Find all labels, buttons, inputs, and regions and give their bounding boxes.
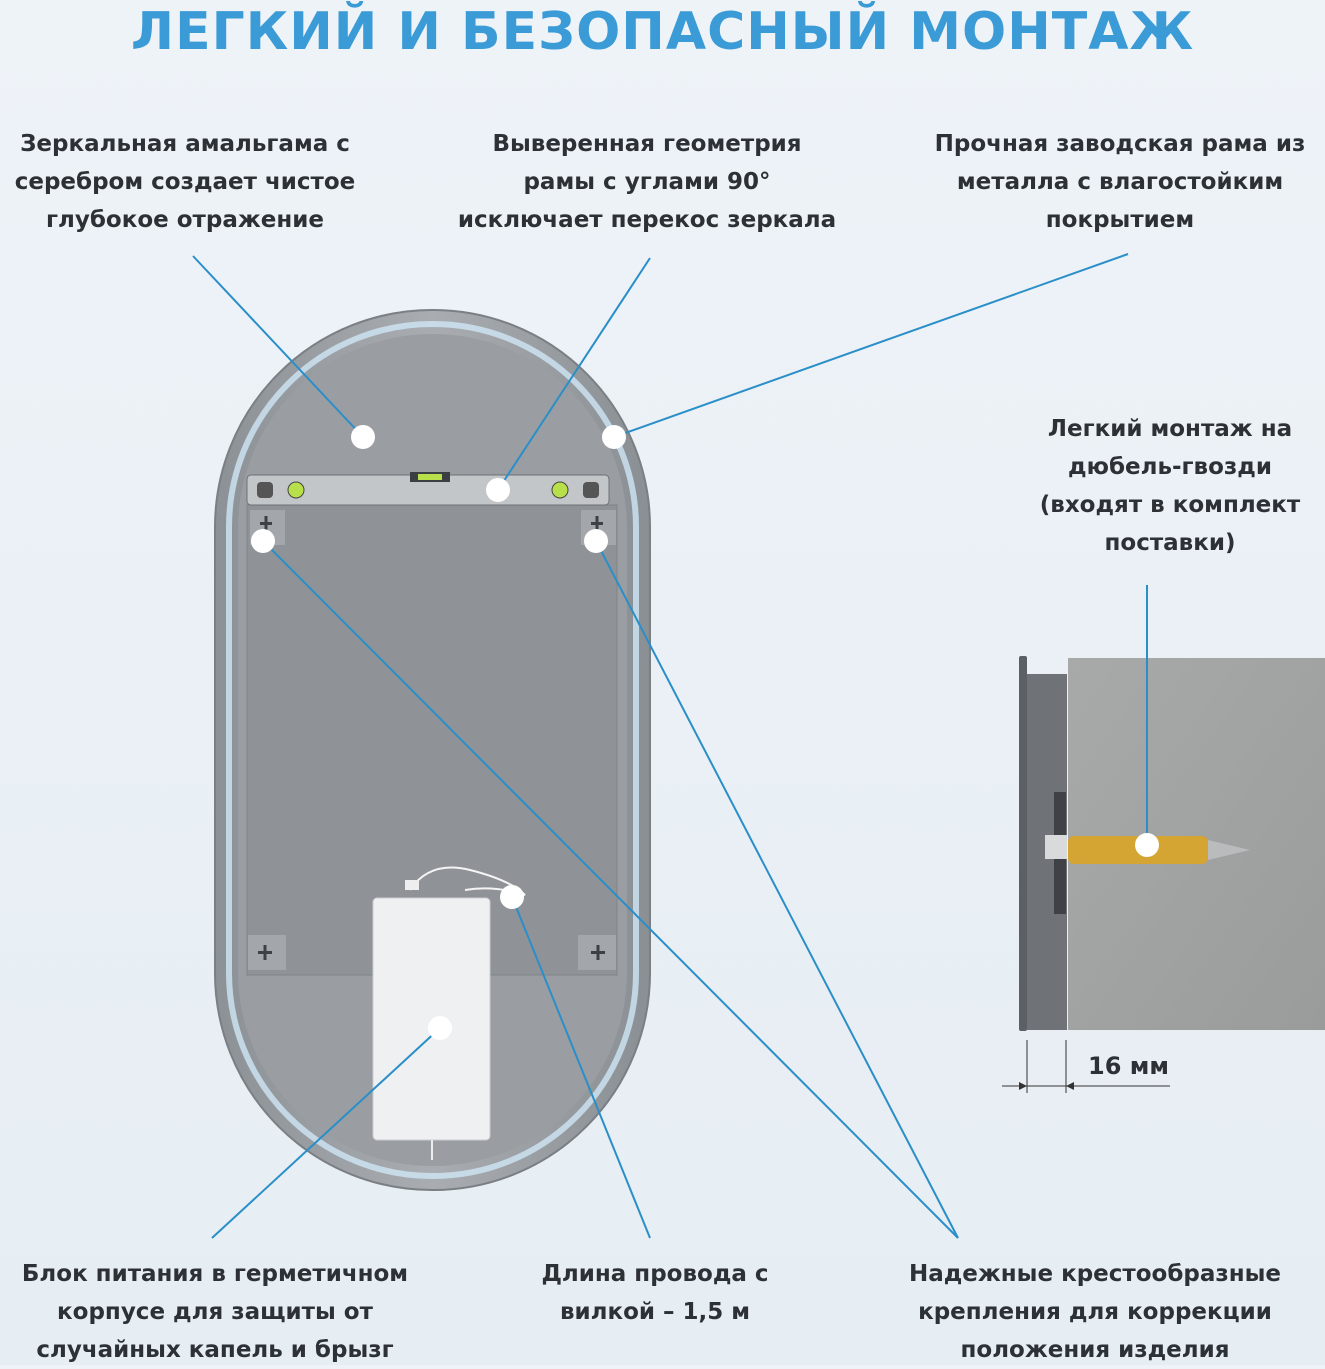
callout-line: Блок питания в герметичном [21, 1261, 409, 1287]
callout-line: положения изделия [960, 1337, 1230, 1363]
dimension-label: 16 мм [1088, 1052, 1169, 1080]
callout-line: Зеркальная амальгама с [20, 131, 350, 157]
leader-lines [192, 253, 1148, 1239]
callout-line: рамы с углами 90° [523, 169, 771, 195]
callout-line: покрытием [1045, 207, 1195, 233]
callout-line: Прочная заводская рама из [934, 131, 1306, 157]
callout-line: глубокое отражение [46, 207, 324, 233]
callout-dots [251, 425, 1159, 1040]
callout-line: металла с влагостойким [956, 169, 1284, 195]
callout-line: случайных капель и брызг [36, 1337, 394, 1363]
callout-line: Легкий монтаж на [1047, 416, 1293, 442]
callout-line: (входят в комплект [1039, 492, 1301, 518]
callout-brackets: Надежные крестообразные крепления для ко… [880, 1255, 1310, 1369]
callout-line: Выверенная геометрия [492, 131, 802, 157]
page-title: ЛЕГКИЙ И БЕЗОПАСНЫЙ МОНТАЖ [130, 2, 1195, 62]
callout-line: крепления для коррекции [918, 1299, 1272, 1325]
callout-line: исключает перекос зеркала [457, 207, 837, 233]
callout-cable: Длина провода с вилкой – 1,5 м [505, 1255, 805, 1331]
callout-line: дюбель-гвозди [1068, 454, 1272, 480]
power-supply-box [372, 897, 491, 1141]
callout-line: корпусе для защиты от [57, 1299, 373, 1325]
callout-amalgam: Зеркальная амальгама с серебром создает … [0, 125, 380, 239]
mirror-back [214, 309, 651, 1191]
callout-frame: Прочная заводская рама из металла с влаг… [915, 125, 1325, 239]
callout-line: поставки) [1104, 530, 1236, 556]
callout-geometry: Выверенная геометрия рамы с углами 90° и… [437, 125, 857, 239]
callout-line: Длина провода с [541, 1261, 769, 1287]
callout-line: серебром создает чистое [14, 169, 356, 195]
callout-line: вилкой – 1,5 м [559, 1299, 751, 1325]
side-view [1002, 656, 1325, 1093]
callout-power: Блок питания в герметичном корпусе для з… [0, 1255, 440, 1369]
callout-mounting: Легкий монтаж на дюбель-гвозди (входят в… [1015, 410, 1325, 562]
callout-line: Надежные крестообразные [908, 1261, 1282, 1287]
